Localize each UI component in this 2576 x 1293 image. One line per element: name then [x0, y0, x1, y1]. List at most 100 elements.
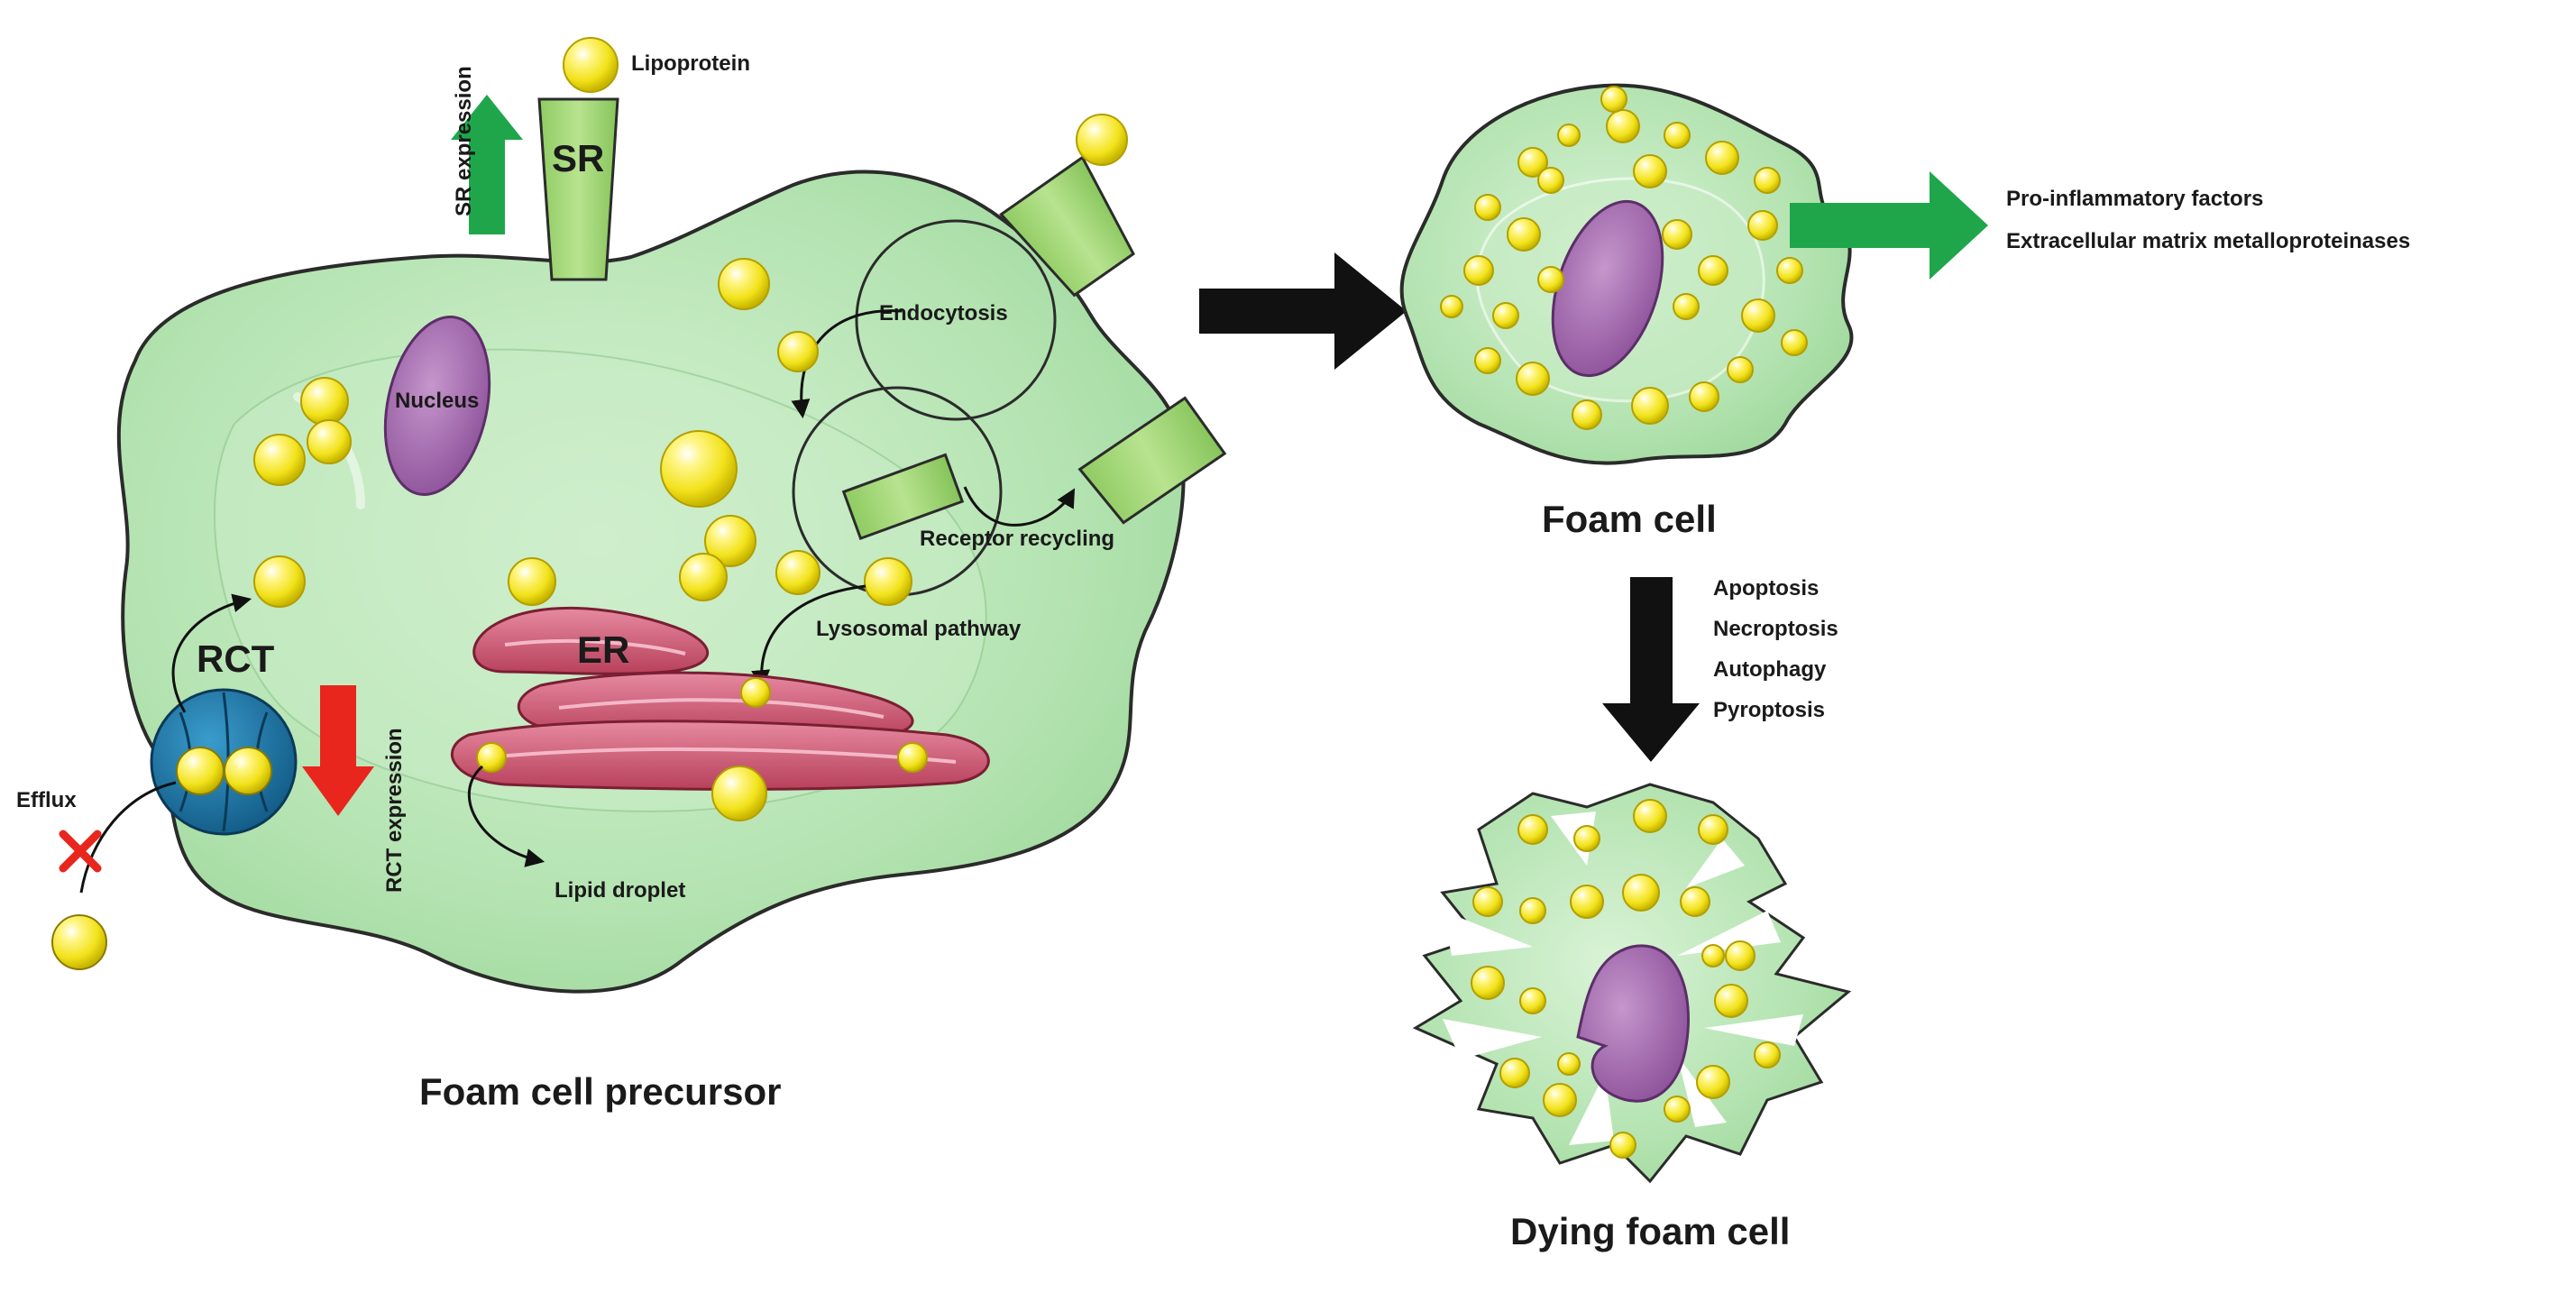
lipid-droplet	[1741, 298, 1775, 333]
dying-cell-nucleus	[1576, 944, 1690, 1103]
dying-cell-lipid-droplets	[1471, 799, 1781, 1159]
lipid-droplet	[1680, 886, 1710, 917]
lipid-droplet	[775, 550, 820, 595]
endoplasmic-reticulum	[450, 606, 990, 791]
recycled-receptor-surface	[1077, 396, 1227, 525]
lipid-droplet	[1543, 1083, 1577, 1117]
lipid-droplet	[1714, 984, 1748, 1018]
lipid-droplet	[1516, 362, 1550, 396]
lipid-droplet	[1673, 293, 1700, 320]
lipid-droplet	[1474, 347, 1501, 374]
er-label: ER	[577, 628, 629, 671]
scavenger-receptor	[537, 37, 619, 281]
lipid-droplet	[1696, 1065, 1730, 1099]
lipid-droplet	[704, 515, 756, 567]
lipid-droplet	[1662, 219, 1692, 250]
dying-cell-fissures	[1443, 812, 1803, 1145]
efflux-blocked-icon	[59, 830, 102, 873]
lipid-droplet	[1537, 167, 1564, 194]
lipid-droplet	[300, 377, 349, 426]
dying-foam-cell-label: Dying foam cell	[1510, 1210, 1790, 1252]
lipid-droplet	[1609, 1132, 1636, 1159]
lipid-droplet	[1776, 257, 1803, 284]
cell-death-arrow	[1602, 577, 1700, 762]
lipid-droplet	[1557, 124, 1581, 147]
rct-label: RCT	[197, 637, 275, 680]
lipid-droplet	[1633, 799, 1667, 833]
lipid-droplet	[711, 766, 767, 821]
nucleus-label: Nucleus	[395, 389, 479, 413]
lipid-droplet	[1517, 147, 1548, 178]
lipid-droplet	[1664, 122, 1691, 149]
lipoprotein-label: Lipoprotein	[631, 51, 750, 76]
lipid-droplet	[1492, 302, 1519, 329]
lipid-droplet	[1725, 940, 1756, 971]
lipid-droplet	[1698, 814, 1728, 845]
foam-cell	[1399, 83, 1854, 465]
lipid-droplet	[1507, 217, 1541, 252]
lipid-droplet	[1570, 885, 1604, 919]
sr-expression-label: SR expression	[452, 66, 476, 216]
precursor-lipid-droplets	[253, 258, 820, 821]
rct-expression-down-arrow	[302, 685, 374, 816]
lipid-droplet	[1689, 381, 1719, 412]
endocytosis-vesicle	[855, 219, 1057, 421]
endocytosed-receptor	[999, 155, 1135, 298]
receptor-recycling-label: Receptor recycling	[920, 527, 1114, 551]
foam-cell-lipid-droplets	[1440, 86, 1808, 430]
rct-transporter	[150, 688, 298, 836]
lipid-droplet	[1754, 167, 1781, 194]
mmp-label: Extracellular matrix metalloproteinases	[2006, 229, 2410, 253]
lipid-droplet	[1572, 399, 1602, 430]
lipid-droplet	[1701, 944, 1725, 967]
lipid-droplet	[1472, 886, 1503, 917]
lysosomal-pathway-label: Lysosomal pathway	[816, 617, 1022, 641]
death-mode-necroptosis: Necroptosis	[1713, 617, 1838, 641]
lipid-droplet	[253, 434, 306, 486]
lipid-droplet	[1781, 329, 1808, 356]
lipid-droplet	[1517, 814, 1548, 845]
lipid-droplet	[1573, 825, 1600, 852]
lipid-droplet	[1557, 1052, 1581, 1076]
lipid-droplet	[1727, 356, 1754, 383]
lipid-droplet	[1499, 1058, 1530, 1088]
lipid-droplet	[1698, 255, 1728, 286]
efflux-label: Efflux	[16, 788, 77, 812]
sr-expression-up-arrow	[451, 95, 523, 234]
lipid-droplet	[1705, 141, 1739, 175]
lipid-droplet	[1606, 109, 1640, 143]
lipid-droplet	[1600, 86, 1627, 113]
lipid-droplet-label: Lipid droplet	[555, 878, 685, 903]
lipid-droplet	[1754, 1041, 1781, 1068]
lipid-droplet	[1747, 210, 1778, 241]
lipid-droplet	[1622, 874, 1660, 912]
pro-inflammatory-label: Pro-inflammatory factors	[2006, 187, 2263, 211]
lipid-droplet	[1631, 387, 1669, 425]
lipid-droplet	[1474, 194, 1501, 221]
lipid-droplet	[1440, 295, 1463, 318]
lipid-droplet	[777, 331, 819, 372]
lipid-droplet	[307, 419, 352, 464]
lipid-droplet	[1519, 987, 1546, 1014]
death-mode-pyroptosis: Pyroptosis	[1713, 698, 1825, 722]
lipid-droplet	[1519, 897, 1546, 924]
recycling-receptor-inner	[841, 453, 965, 541]
rct-expression-label: RCT expression	[382, 728, 407, 893]
lipid-droplet	[718, 258, 770, 310]
death-mode-autophagy: Autophagy	[1713, 657, 1827, 682]
secretion-arrow	[1790, 171, 1988, 280]
lipid-droplet	[679, 553, 728, 601]
nucleus	[383, 316, 491, 496]
lipid-droplet	[1537, 266, 1564, 293]
foam-cell-precursor-label: Foam cell precursor	[419, 1070, 781, 1113]
lipid-droplet	[660, 430, 738, 508]
endocytosis-label: Endocytosis	[879, 301, 1008, 326]
lipid-droplet	[1471, 966, 1505, 1000]
lipid-droplet	[1664, 1096, 1691, 1123]
death-mode-apoptosis: Apoptosis	[1713, 576, 1819, 601]
lipid-droplet	[508, 557, 556, 606]
transition-arrow	[1199, 252, 1407, 370]
lipid-droplet	[1633, 154, 1667, 188]
